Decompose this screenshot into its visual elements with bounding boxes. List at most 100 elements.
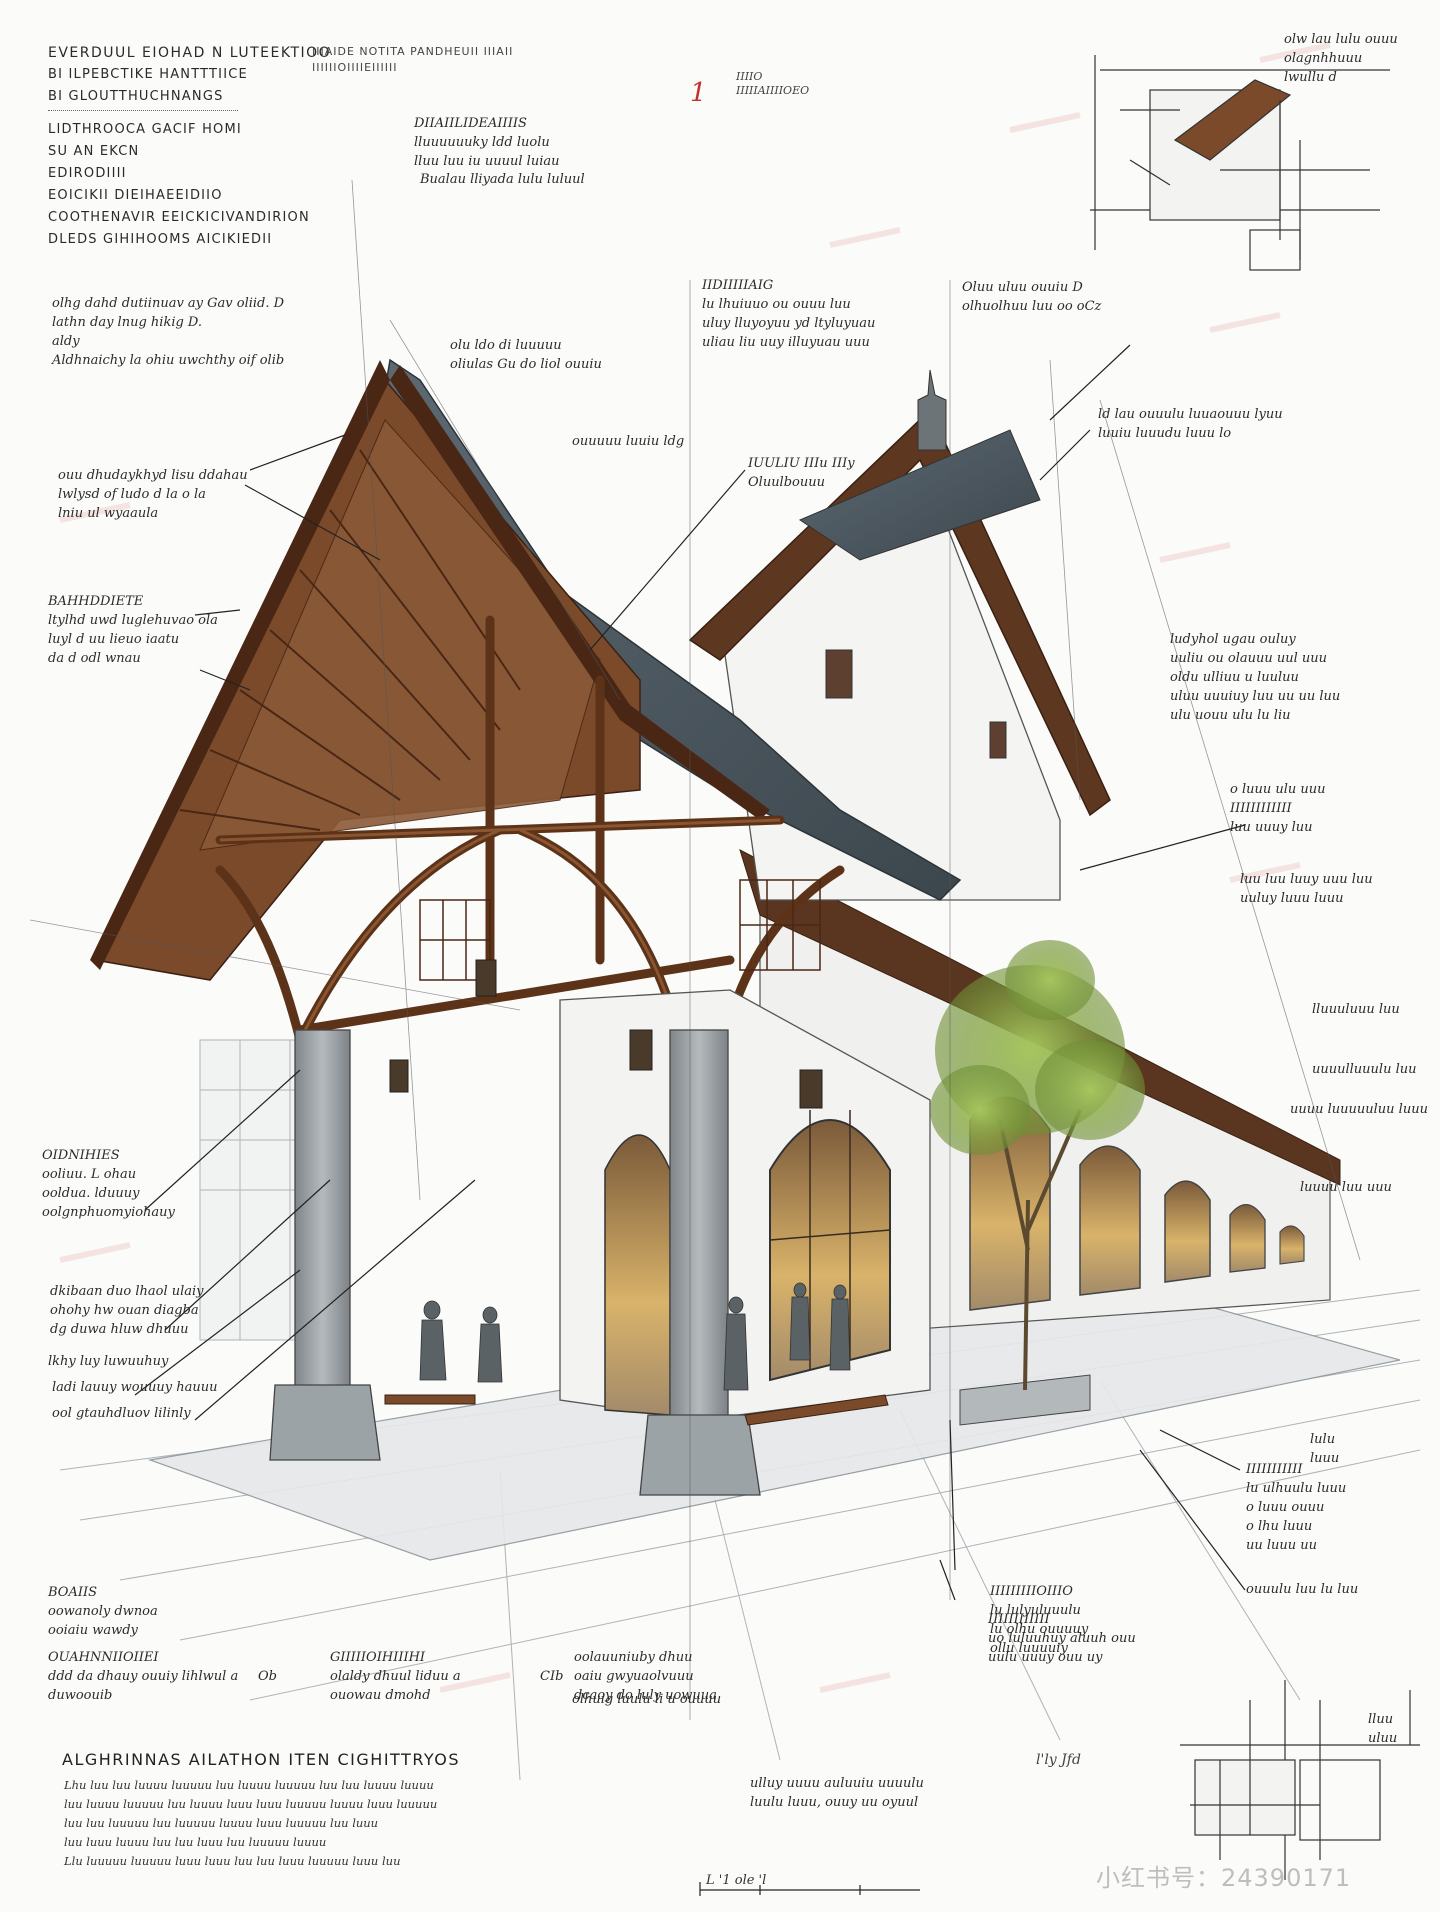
annotation-line: ouowau dmohd <box>330 1688 431 1703</box>
annotation-line: IUULIU IIIu IIIy <box>748 456 855 471</box>
annotation-extra: Ob <box>258 1669 277 1684</box>
bottom-line-5: Llu luuuuu luuuuu luuu luuu luu luu luuu… <box>64 1854 401 1868</box>
construction-lines <box>29 179 1361 1720</box>
rear-gable-window <box>825 649 853 699</box>
arch-mullions <box>769 1110 891 1370</box>
annotation-line: aldy <box>52 334 80 349</box>
notes-center-annotation: Bualau lliyada lulu luluul <box>420 170 585 189</box>
bottom-line-3: luu luu luuuuu luu luuuuu luuuu luuu luu… <box>64 1816 379 1830</box>
annotation-line: Oluu uluu ouuiu D <box>962 280 1083 295</box>
annotation-line: lu olhu ouuuuy <box>990 1622 1089 1637</box>
watermark-stamps <box>59 42 1331 1693</box>
people <box>419 1282 851 1391</box>
annotation-line: olhuolhuu luu oo oCz <box>962 299 1102 314</box>
annotation-line: ddd da dhauy ouuiy lihlwul a <box>48 1669 239 1684</box>
sheet-header: EVERDUUL EIOHAD N LUTEEKTIOO BI ILPEBCTI… <box>48 42 331 251</box>
annotation-line: lluuuuuuky ldd luolu <box>414 135 550 150</box>
marker-note-1: IIIIO <box>736 70 763 83</box>
annotation-line: lluu luu iu uuuul luiau <box>414 154 560 169</box>
bottom-line-2: luu luuuu luuuuu luu luuuu luuu luuu luu… <box>64 1797 438 1811</box>
annotation-line: olhuig luulu li u ouuuu <box>572 1692 722 1707</box>
sheet-subheader: IIIAIDE NOTITA PANDHEUII IIIAII IIIIIIOI… <box>312 44 513 76</box>
annotation-line: ooldua. lduuuy <box>42 1186 140 1201</box>
annotation-line: luuuu luu uuu <box>1300 1180 1392 1195</box>
annotation-line: oliulas Gu do liol ouuiu <box>450 357 602 372</box>
planter <box>959 1374 1091 1426</box>
detail-section-top <box>1090 55 1390 271</box>
annotation-line: olaldy dhuul liduu a <box>330 1669 461 1684</box>
annotation-line: ool gtauhdluov lilinly <box>52 1406 191 1421</box>
annotation-line: Bualau lliyada lulu luluul <box>420 172 585 187</box>
notes-right-annotation: Oluu uluu ouuiu D olhuolhuu luu oo oCz <box>962 278 1101 316</box>
tree <box>930 940 1145 1391</box>
annotation-line: oldu ulliuu u luuluu <box>1170 670 1299 685</box>
annotation-line: da d odl wnau <box>48 651 141 666</box>
annotation-line: lu lhuiuuo ou ouuu luu <box>702 297 851 312</box>
subheader-line-2: IIIIIIOIIIIEIIIIII <box>312 61 398 74</box>
header-list-6: DLEDS GIHIHOOMS AICIKIEDII <box>48 232 273 247</box>
scale-label: L '1 ole 'l <box>706 1873 767 1888</box>
bottom-line-4: luu luuu luuuu luu luu luuu luu luuuuu l… <box>64 1835 327 1849</box>
header-list-4: EOICIKII DIEIHAEEIDIIO <box>48 188 223 203</box>
main-arch-window <box>769 1119 891 1382</box>
annotation-line: OIDNIHIES <box>42 1148 120 1163</box>
watermark-text: 小红书号：24390171 <box>1096 1864 1352 1892</box>
annotation-line: olu ldo di luuuuu <box>450 338 562 353</box>
annotation-line: dcaoy do luly uowuua <box>574 1688 717 1703</box>
annotation-line: ludyhol ugau ouluy <box>1170 632 1296 647</box>
notes-left-annotation: lkhy luy luwuuhuy <box>48 1352 168 1371</box>
view-number-marker: 1 <box>690 78 707 108</box>
notes-left-annotation: ouu dhudaykhyd lisu ddahau lwlysd of ludo… <box>58 466 248 523</box>
annotation-line: oowanoly dwnoa <box>48 1604 158 1619</box>
header-list-2: SU AN EKCN <box>48 144 140 159</box>
annotation-line: luuu <box>1310 1451 1340 1466</box>
annotation-line: dkibaan duo lhaol ulaiy <box>50 1284 204 1299</box>
annotation-line: luuiu luuudu luuu lo <box>1098 426 1232 441</box>
notes-right-annotation: luuuu luu uuu <box>1300 1178 1392 1197</box>
header-list-3: EDIRODIIII <box>48 166 127 181</box>
stone-pillars <box>269 1029 761 1496</box>
header-title-2: BI ILPEBCTIKE HANTTTIICE <box>48 67 248 82</box>
notes-left-annotation: ladi lauuy wouuuy hauuu <box>52 1378 217 1397</box>
lanterns <box>389 959 823 1109</box>
annotation-line: lluu <box>1368 1712 1394 1727</box>
annotation-line: uliau liu uuy illuyuau uuu <box>702 335 870 350</box>
lattice-panels <box>419 879 821 981</box>
annotation-line: lwullu d <box>1284 70 1337 85</box>
bottom-line-1: Lhu luu luu luuuu luuuuu luu luuuu luuuu… <box>64 1778 434 1792</box>
annotation-line: uulu uuuy ouu uy <box>988 1650 1103 1665</box>
annotation-line: oolauuniuby dhuu <box>574 1650 693 1665</box>
notes-right-annotation: uuuu luuuuuluu luuu <box>1290 1100 1428 1119</box>
annotation-line: o lhu luuu <box>1246 1519 1313 1534</box>
annotation-line: lwlysd of ludo d la o la <box>58 487 206 502</box>
annotation-line: uuuu luuuuuluu luuu <box>1290 1102 1428 1117</box>
header-list-1: LIDTHROOCA GACIF HOMI <box>48 122 242 137</box>
annotation-line: uluu uuuiuy luu uu uu luu <box>1170 689 1341 704</box>
annotation-line: IIDIIIIIAIG <box>702 278 774 293</box>
leader-lines <box>134 344 1246 1601</box>
annotation-line: Aldhnaichy la ohiu uwchthy oif olib <box>52 353 285 368</box>
annotation-line: IIIIIIIIIIII <box>988 1612 1050 1627</box>
annotation-line: ulluy uuuu auluuiu uuuulu <box>750 1776 924 1791</box>
benches <box>384 1394 889 1426</box>
annotation-line: ouuuuu luuiu ldg <box>572 434 685 449</box>
detail-section-bottom <box>1180 1680 1420 1880</box>
notes-right-annotation: lluuuluuu luu <box>1312 1000 1400 1019</box>
annotation-line: IIIIIIIIIII <box>1246 1462 1303 1477</box>
annotation-line: ouu dhudaykhyd lisu ddahau <box>58 468 248 483</box>
annotation-line: ooiaiu wawdy <box>48 1623 138 1638</box>
annotation-extra: CIb <box>540 1669 564 1684</box>
annotation-line: BOAIIS <box>48 1585 98 1600</box>
